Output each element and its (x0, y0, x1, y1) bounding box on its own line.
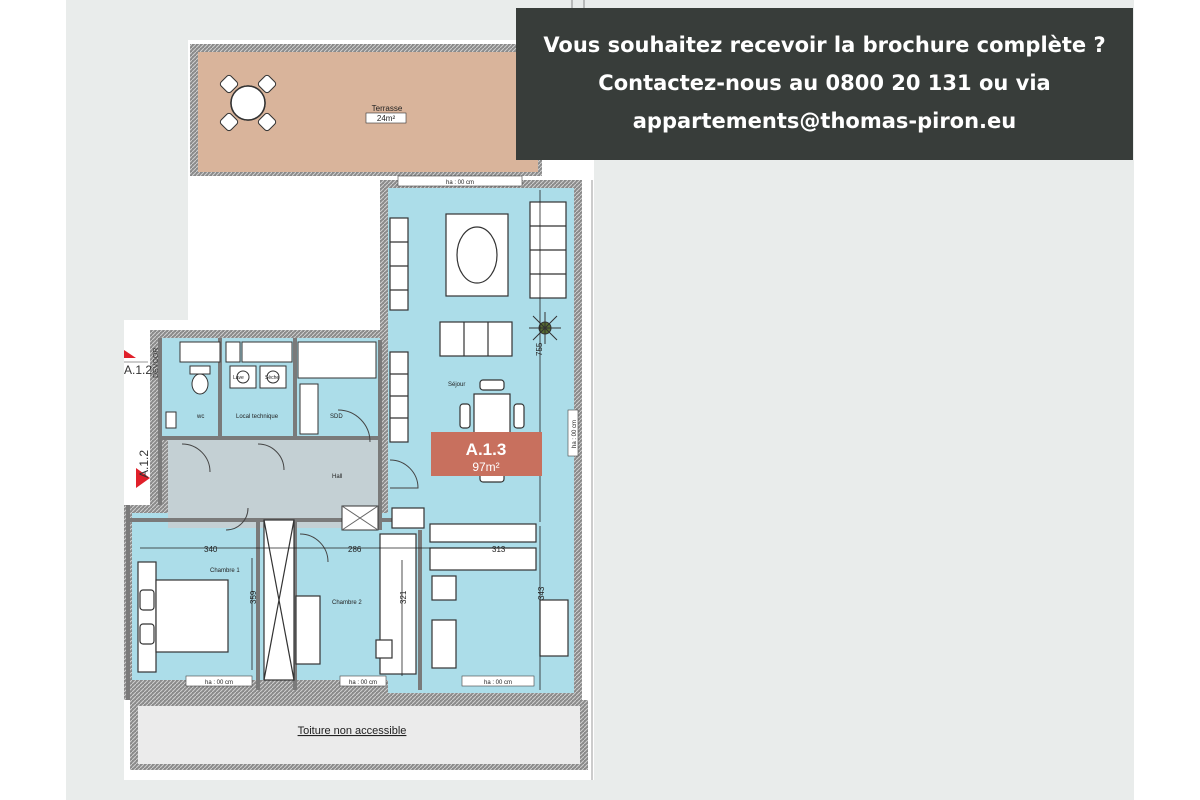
banner-email[interactable]: appartements@thomas-piron.eu (632, 109, 1017, 133)
dim-343: 343 (537, 586, 546, 600)
neighbour-label-1: A.1.2 (124, 363, 152, 377)
window-height-top: ha : 00 cm (446, 180, 474, 186)
door-swings (181, 409, 419, 563)
living-furniture (389, 201, 569, 669)
bedroom-furniture (137, 519, 417, 681)
roof-label: Toiture non accessible (298, 725, 407, 737)
banner-line-2: Contactez-nous au 0800 20 131 ou via (598, 71, 1051, 95)
local-technique-label: Local technique (236, 414, 279, 420)
window-height-bottom-3: ha : 00 cm (484, 680, 512, 686)
left-margin (0, 0, 66, 800)
hall-label: Hall (332, 474, 342, 480)
fixtures (165, 341, 379, 531)
neighbour-label-2: A.1.2 (137, 450, 151, 478)
devoor-label: DEVOOR (153, 348, 160, 378)
dim-321: 321 (399, 590, 408, 604)
plant-icon (529, 312, 561, 344)
dim-359: 359 (249, 590, 258, 604)
right-margin (1134, 0, 1200, 800)
dim-340: 340 (204, 545, 218, 554)
wc-label: wc (196, 414, 204, 420)
terrace-label: Terrasse (372, 104, 403, 113)
neighbour-arrow-1 (124, 350, 136, 358)
sdd-label: SDD (330, 414, 343, 420)
sejour-label: Séjour (448, 382, 465, 388)
chambre2-label: Chambre 2 (332, 600, 362, 606)
dim-313: 313 (492, 545, 506, 554)
window-height-bottom-1: ha : 00 cm (205, 680, 233, 686)
unit-label-box (431, 432, 542, 476)
chambre1-label: Chambre 1 (210, 568, 240, 574)
dim-286: 286 (348, 545, 362, 554)
dim-755: 755 (535, 342, 544, 356)
window-height-right: ha : 00 cm (572, 420, 578, 448)
banner-line-1: Vous souhaitez recevoir la brochure comp… (543, 33, 1106, 57)
unit-area: 97m² (472, 460, 499, 474)
lave-label: Lave (233, 375, 244, 381)
roof-area (130, 700, 588, 770)
contact-banner: Vous souhaitez recevoir la brochure comp… (516, 8, 1133, 160)
seche-label: Sèche (265, 375, 279, 381)
terrace (190, 44, 542, 176)
unit-id: A.1.3 (466, 440, 507, 459)
terrace-area: 24m² (377, 114, 396, 123)
neighbour-arrow-2 (136, 468, 150, 488)
window-height-bottom-2: ha : 00 cm (349, 680, 377, 686)
